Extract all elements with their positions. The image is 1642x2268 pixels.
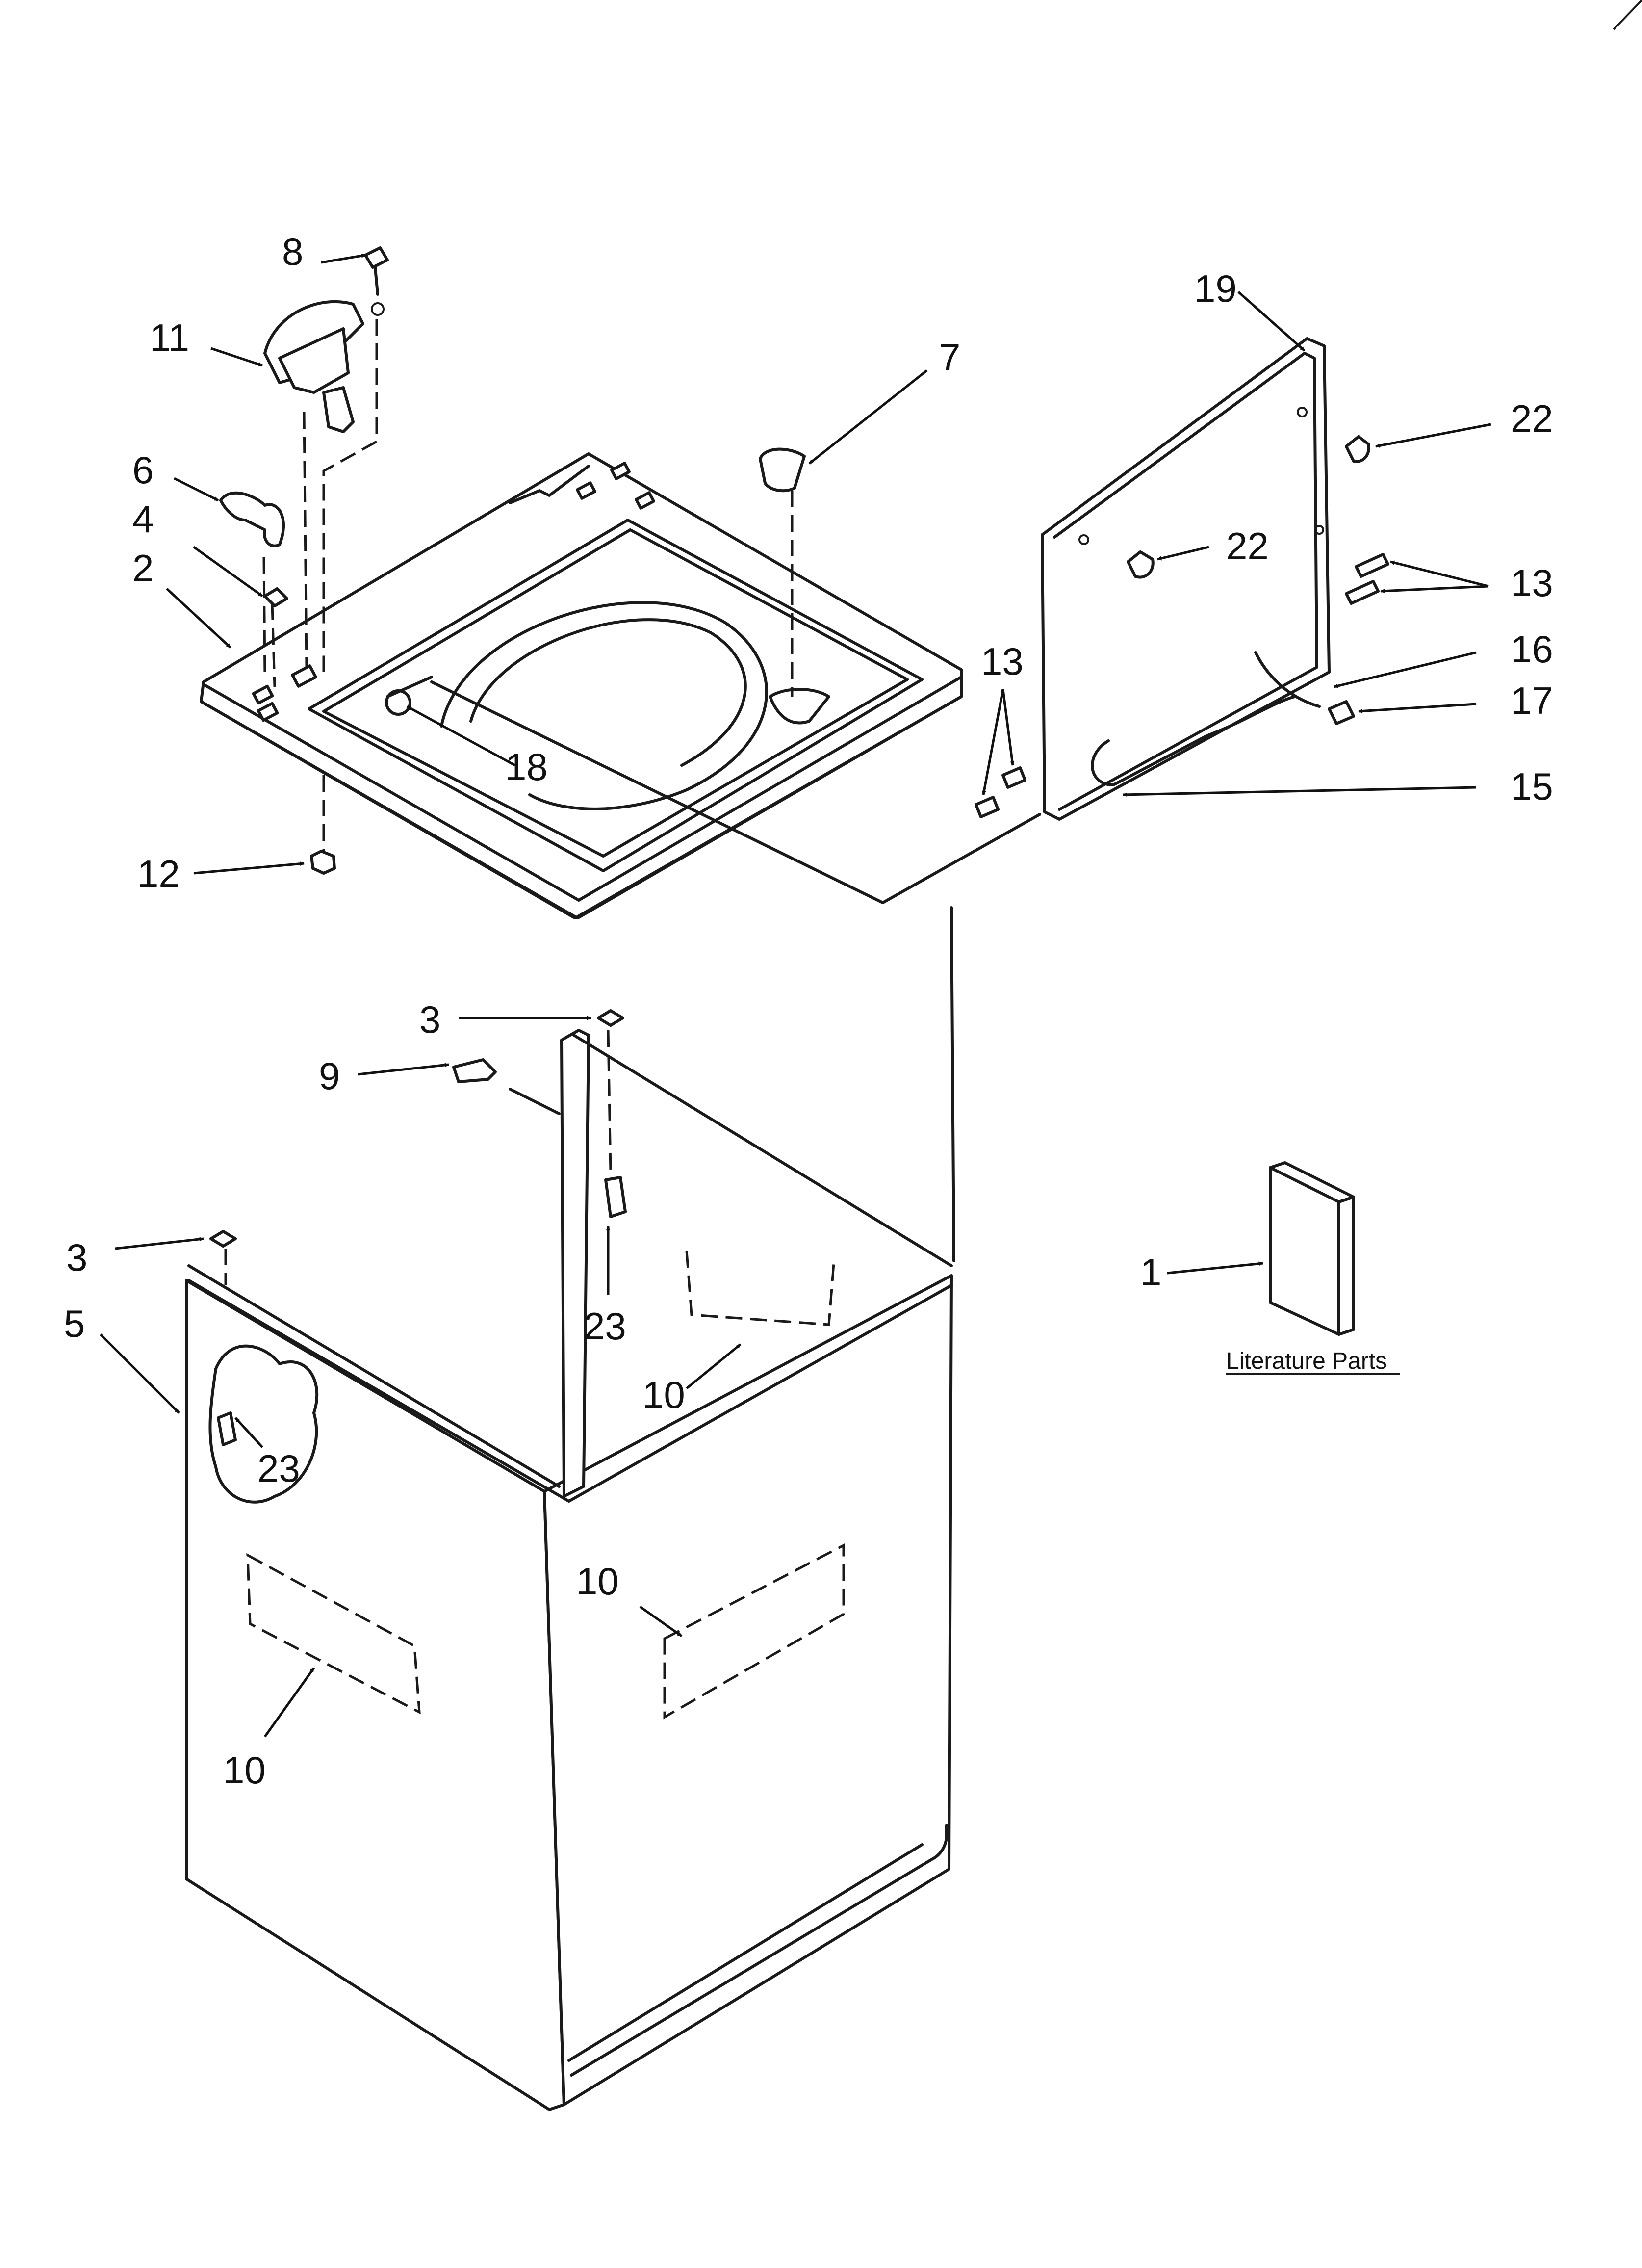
callout-23-upper: 23 xyxy=(584,1304,626,1348)
lid-bumper-22-a xyxy=(1345,435,1370,463)
callout-2: 2 xyxy=(132,547,154,590)
callout-18: 18 xyxy=(505,745,548,788)
literature-label: Literature Parts xyxy=(1226,1348,1387,1374)
callout-22-b: 22 xyxy=(1226,524,1269,568)
top-assembly xyxy=(200,452,963,919)
clip-4 xyxy=(263,587,288,607)
screw-9 xyxy=(452,1058,497,1083)
cutaway-view xyxy=(208,1344,319,1504)
callout-10-side: 10 xyxy=(223,1748,266,1792)
callout-7: 7 xyxy=(939,336,960,379)
callout-23-cutaway: 23 xyxy=(257,1447,300,1490)
callout-22-a: 22 xyxy=(1511,397,1553,440)
callout-10-rear: 10 xyxy=(642,1373,685,1416)
clip-3-left xyxy=(209,1230,237,1248)
nut-12 xyxy=(310,850,336,875)
screw-23 xyxy=(604,1176,627,1218)
label-area-10-front xyxy=(663,1543,845,1720)
callout-11: 11 xyxy=(150,316,189,359)
callout-13-right: 13 xyxy=(1511,561,1553,604)
callout-10-front: 10 xyxy=(576,1560,619,1603)
cap-7 xyxy=(759,447,806,493)
callout-19: 19 xyxy=(1194,267,1237,310)
callout-15: 15 xyxy=(1511,765,1553,808)
hinge-screws-13 xyxy=(975,553,1389,818)
callout-8: 8 xyxy=(282,230,303,273)
lid-switch-11 xyxy=(263,300,364,433)
callout-4: 4 xyxy=(132,497,154,541)
callout-9: 9 xyxy=(319,1054,340,1097)
callout-6: 6 xyxy=(132,448,154,492)
lid xyxy=(1041,337,1331,821)
label-area-10-side xyxy=(246,1553,421,1715)
literature-booklet xyxy=(1269,1161,1355,1336)
cabinet xyxy=(185,1029,953,2111)
callout-17: 17 xyxy=(1511,679,1553,722)
lid-bumper-22-b xyxy=(1127,550,1155,579)
clip-3-top xyxy=(597,1009,624,1027)
callout-3-top: 3 xyxy=(419,998,440,1041)
callout-1: 1 xyxy=(1140,1251,1161,1294)
screw-8 xyxy=(364,246,389,316)
callout-12: 12 xyxy=(137,852,180,895)
callout-5: 5 xyxy=(64,1302,85,1345)
callout-16: 16 xyxy=(1511,627,1553,671)
callout-3-left: 3 xyxy=(66,1236,87,1279)
lid-connector-line xyxy=(430,680,1041,904)
callout-13-left: 13 xyxy=(981,640,1024,683)
hinge-pin-17-icon xyxy=(1328,700,1355,725)
clip-6 xyxy=(219,491,285,547)
label-area-10-rear xyxy=(685,1251,835,1326)
